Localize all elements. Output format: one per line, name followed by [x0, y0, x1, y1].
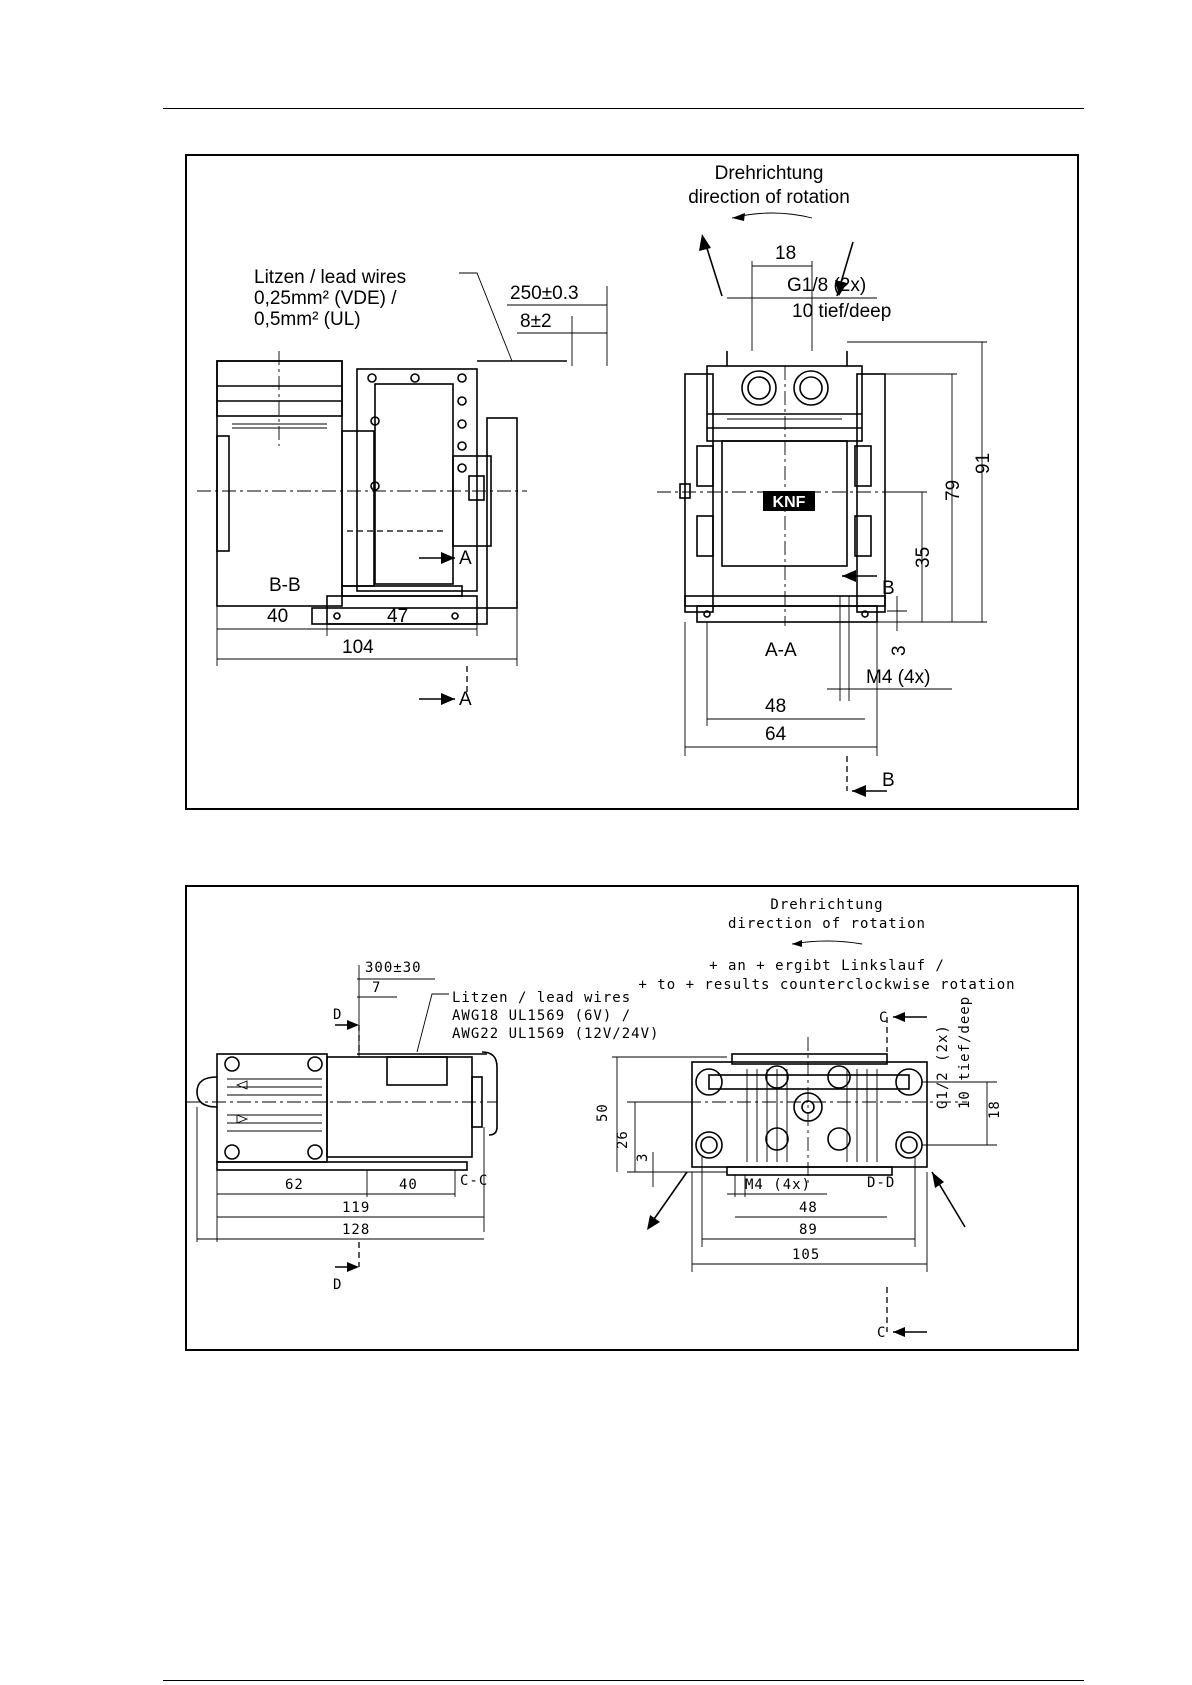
dim-91: 91 [973, 453, 994, 474]
drawing-frame-2: Drehrichtung direction of rotation + an … [185, 885, 1079, 1351]
wires-leader [416, 993, 449, 1053]
inlet-arrowhead [835, 280, 847, 296]
front-view-pump [637, 1037, 967, 1187]
knf-logo-text: KNF [773, 494, 806, 511]
rotation-arrow [791, 940, 863, 945]
drawing-frame-1: Drehrichtung direction of rotation Litze… [185, 154, 1079, 810]
wires-label-2: AWG18 UL1569 (6V) / [452, 1008, 631, 1024]
front-view-pump [657, 351, 902, 626]
dim-105: 105 [792, 1247, 820, 1263]
strip-length-dim: 8±2 [520, 311, 552, 332]
dim-26: 26 [615, 1130, 631, 1149]
dim-89: 89 [799, 1222, 818, 1238]
thread-label: G1/8 (2x) [787, 275, 866, 296]
section-arrowhead [441, 693, 455, 705]
dim-35: 35 [913, 547, 934, 568]
wires-label-1: Litzen / lead wires [254, 267, 406, 288]
outlet-arrow [651, 1171, 688, 1223]
dim-18: 18 [987, 1100, 1003, 1119]
outlet-arrowhead [647, 1215, 660, 1230]
side-view-pump [197, 351, 567, 625]
section-label-bb: B-B [269, 575, 301, 596]
section-label-a: A [459, 548, 472, 569]
wires-label-1: Litzen / lead wires [452, 990, 631, 1006]
knf-logo [763, 491, 815, 511]
dim-79: 79 [943, 480, 964, 501]
dim-119: 119 [342, 1200, 370, 1216]
dim-104: 104 [342, 637, 374, 658]
thread-label: G1/2 (2x) [935, 1024, 951, 1109]
side-view-motor [187, 1051, 498, 1171]
dim-18: 18 [775, 243, 796, 264]
pump-drawing-2: Drehrichtung direction of rotation + an … [187, 897, 1015, 1341]
rotation-arrowhead [732, 213, 745, 221]
wires-label-3: 0,5mm² (UL) [254, 309, 361, 330]
header-rule [163, 108, 1084, 109]
section-label-b: B [882, 578, 895, 599]
pump-drawing-1: Drehrichtung direction of rotation Litze… [197, 163, 994, 797]
footer-rule [163, 1680, 1084, 1681]
screws-label: M4 (4x) [745, 1177, 811, 1193]
rotation-arrowhead [792, 940, 802, 947]
dim-64: 64 [765, 724, 787, 745]
dim-62: 62 [285, 1177, 304, 1193]
section-arrowhead [842, 570, 856, 582]
wiring-note-1: + an + ergibt Linkslauf / [709, 958, 945, 974]
wires-label-3: AWG22 UL1569 (12V/24V) [452, 1026, 659, 1042]
outlet-arrowhead [699, 234, 711, 251]
wiring-note-2: + to + results counterclockwise rotation [638, 977, 1015, 993]
section-label-aa: A-A [765, 640, 797, 661]
strip-length-dim: 7 [372, 980, 381, 996]
section-label-a: A [459, 689, 472, 710]
dim-50: 50 [595, 1103, 611, 1122]
section-arrowhead [893, 1327, 905, 1337]
dim-128: 128 [342, 1222, 370, 1238]
section-label-b: B [882, 770, 895, 791]
dim-47: 47 [387, 606, 408, 627]
screws-label: M4 (4x) [866, 667, 930, 688]
dim-40: 40 [399, 1177, 418, 1193]
dim-48: 48 [799, 1200, 818, 1216]
dim-40: 40 [267, 606, 288, 627]
rotation-label-de: Drehrichtung [715, 163, 824, 184]
wire-length-dim: 250±0.3 [510, 283, 579, 304]
inlet-arrowhead [932, 1172, 944, 1188]
thread-depth-label: 10 tief/deep [957, 996, 973, 1109]
rotation-label-en: direction of rotation [728, 916, 926, 932]
rotation-label-en: direction of rotation [688, 187, 850, 208]
thread-depth-label: 10 tief/deep [792, 301, 891, 322]
section-arrowhead [441, 552, 455, 564]
section-arrowhead [347, 1262, 359, 1272]
dim-48: 48 [765, 696, 786, 717]
dim-3: 3 [889, 645, 910, 656]
wires-label-2: 0,25mm² (VDE) / [254, 288, 397, 309]
rotation-label-de: Drehrichtung [770, 897, 883, 913]
wires-leader [459, 272, 513, 362]
dim-3: 3 [635, 1153, 651, 1162]
outlet-arrow [704, 241, 723, 297]
section-label-c: C [879, 1010, 888, 1026]
section-label-c: C [877, 1325, 886, 1341]
section-label-d: D [333, 1007, 342, 1023]
section-label-cc: C-C [460, 1173, 488, 1189]
section-label-d: D [333, 1277, 342, 1293]
section-arrowhead [852, 785, 866, 797]
section-arrowhead [893, 1012, 905, 1022]
section-arrowhead [347, 1020, 359, 1030]
wire-length-dim: 300±30 [365, 960, 422, 976]
section-label-dd: D-D [867, 1175, 895, 1191]
